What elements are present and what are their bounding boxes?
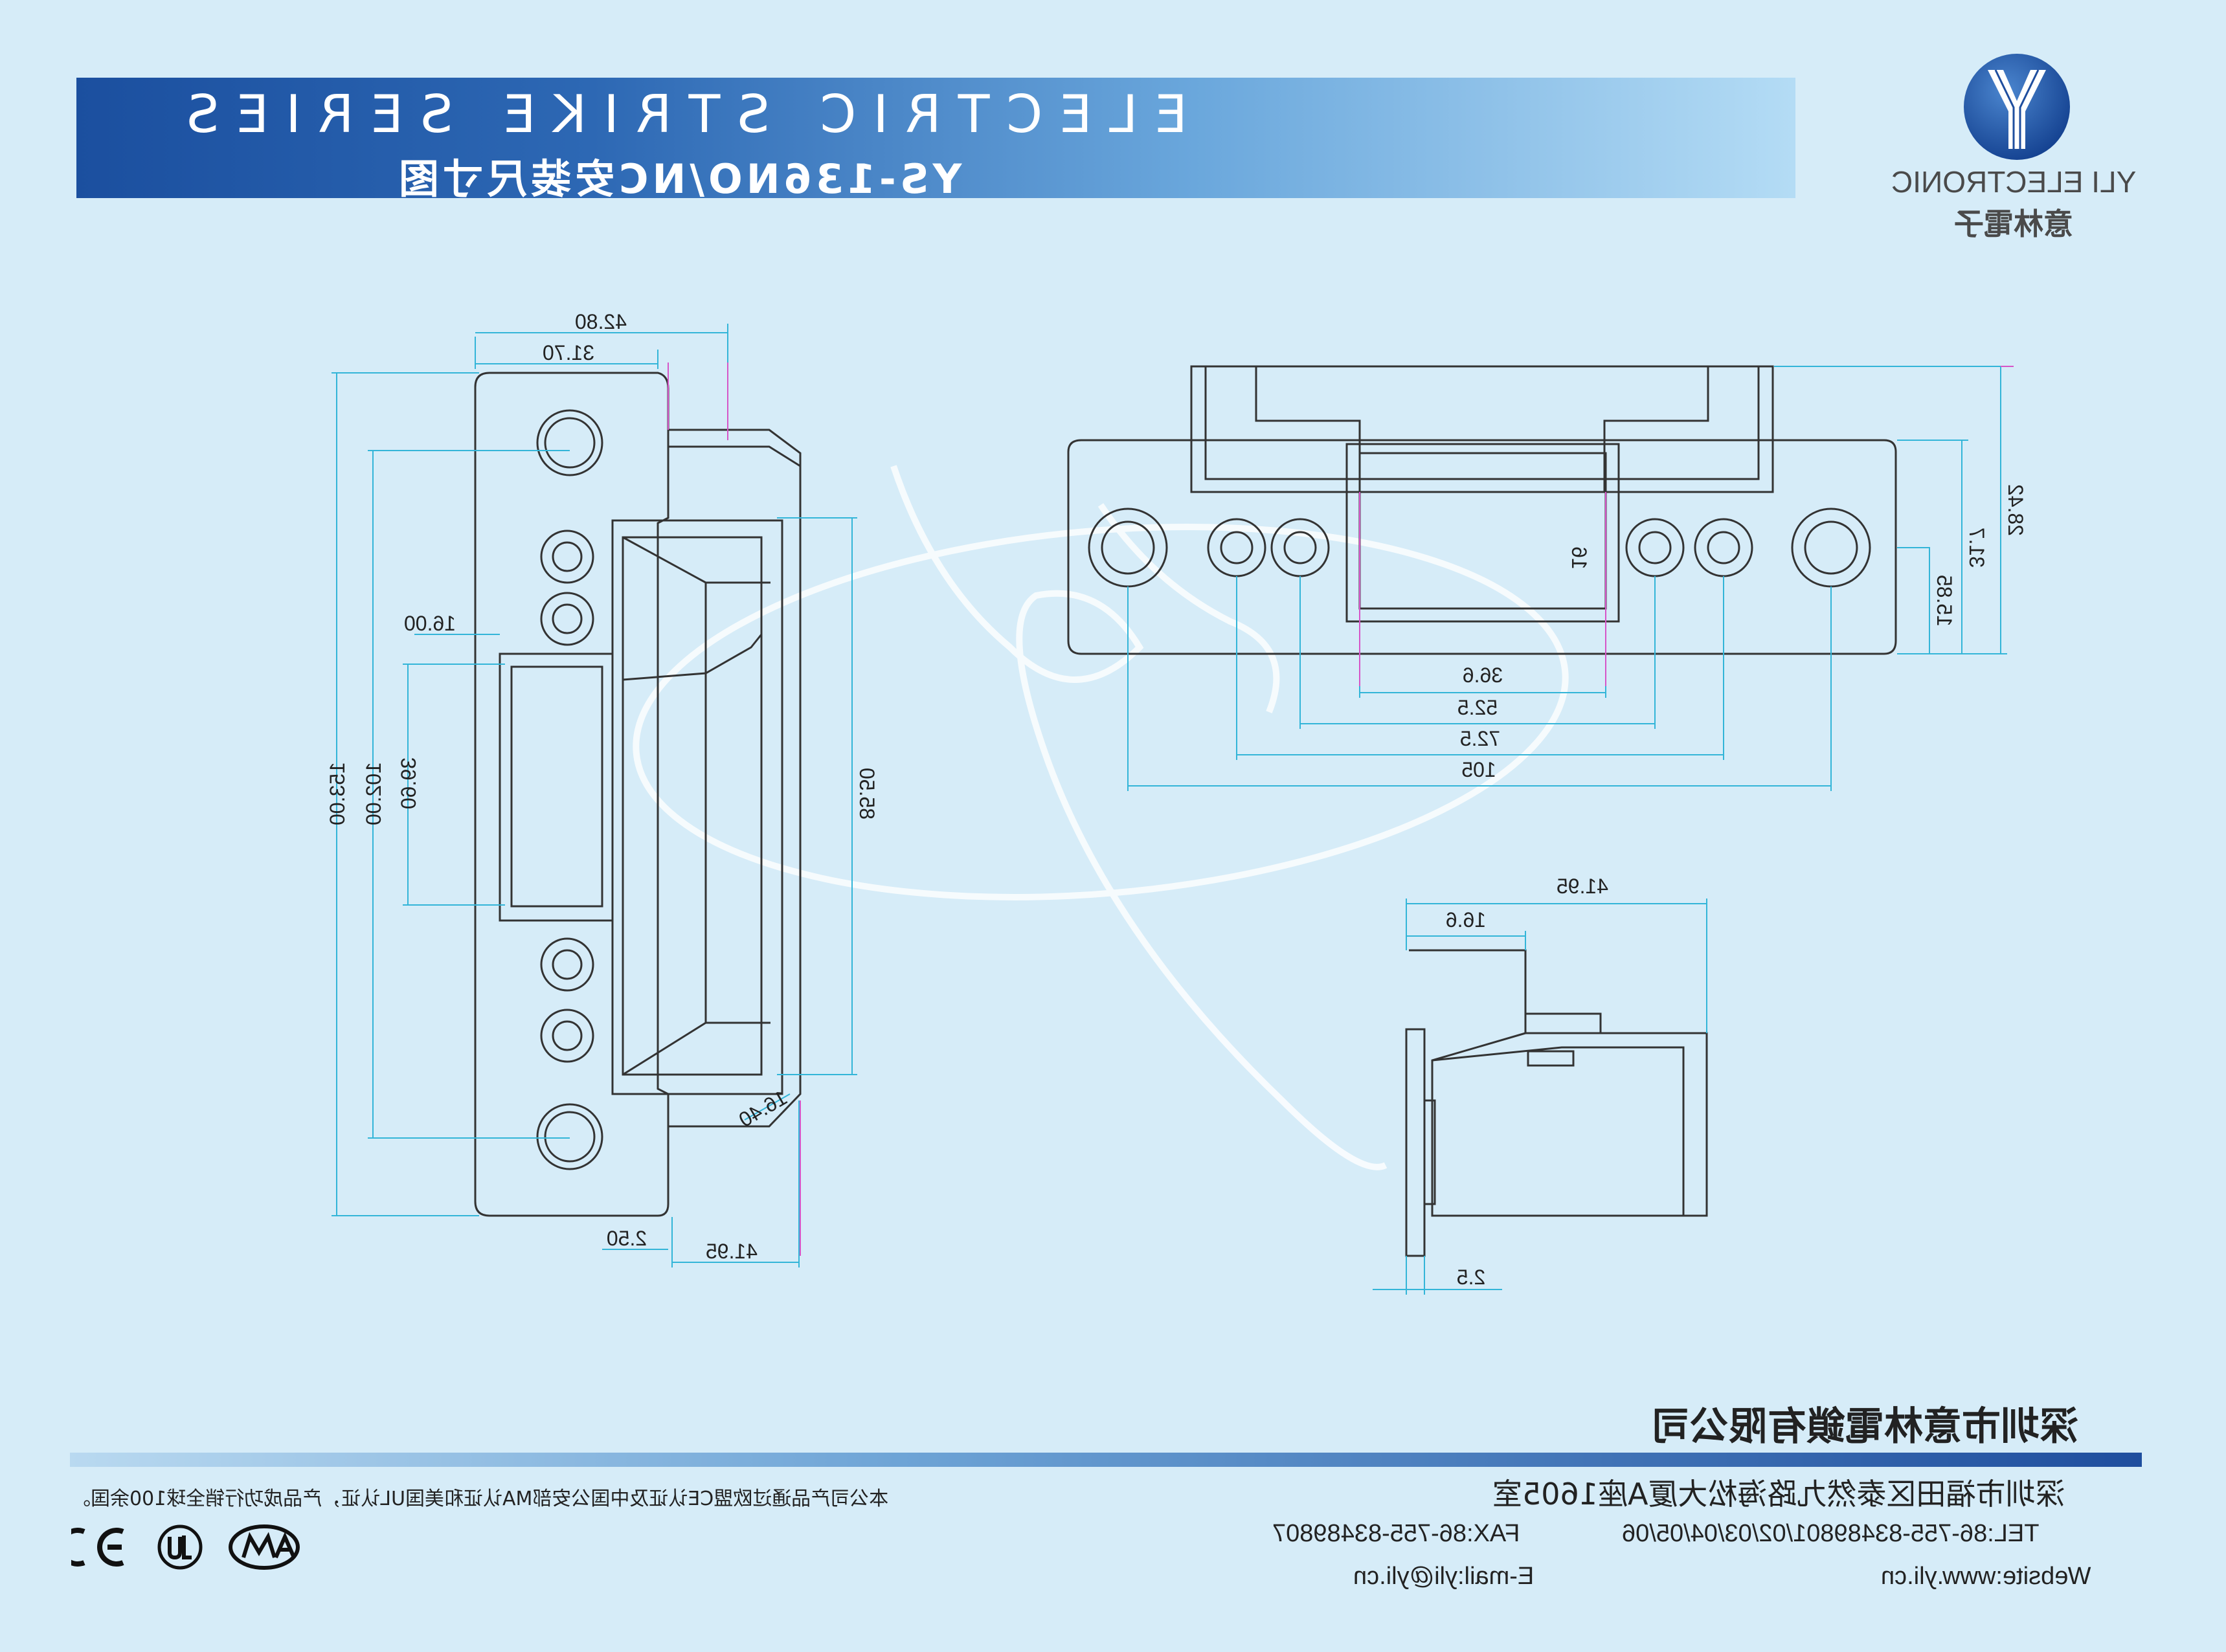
ce-mark-icon — [71, 1528, 124, 1567]
top-faceplate — [1067, 439, 1897, 655]
company-name-text: 深圳市意林電鎖有限公司 — [1651, 1404, 2078, 1449]
front-latch-opening — [499, 653, 614, 922]
dim-top-outer-screws: 72.5 — [1460, 727, 1500, 750]
dimension-lines — [332, 324, 2007, 1295]
front-screw-1 — [540, 530, 594, 584]
dim-top-keeper-width: 36.6 — [1463, 664, 1503, 687]
top-hole-right — [1791, 508, 1871, 588]
dim-top-half-height: 15.85 — [1933, 575, 1956, 627]
side-faceplate — [1405, 1028, 1426, 1257]
dim-front-total-depth: 41.95 — [706, 1240, 758, 1263]
dim-top-keeper-depth: 16 — [1568, 546, 1591, 570]
top-hole-left — [1088, 508, 1168, 588]
company-fax: FAX:86-755-83489807 — [1272, 1520, 1520, 1548]
company-email-text[interactable]: E-mail:yli@yli.cn — [1353, 1563, 1535, 1590]
side-dimension-labels: 41.95 16.6 2.5 — [1446, 875, 1608, 1289]
company-fax-text: FAX:86-755-83489807 — [1272, 1520, 1520, 1547]
front-screw-4 — [540, 1009, 594, 1063]
company-email[interactable]: E-mail:yli@yli.cn — [1353, 1563, 1534, 1591]
dim-top-hole-span: 105 — [1461, 758, 1496, 781]
dim-front-latch-offset: 16.00 — [404, 612, 456, 635]
top-body — [1190, 365, 1774, 493]
front-mount-hole-top — [536, 409, 603, 476]
dim-front-hole-span: 31.70 — [543, 341, 594, 364]
dim-side-plate-thickness: 2.5 — [1457, 1266, 1485, 1289]
company-address: 深圳市福田区泰然九路海松大厦A座1605室 — [1492, 1471, 2065, 1513]
side-body — [1409, 949, 1708, 1217]
front-faceplate — [474, 372, 669, 1217]
dim-top-total-height: 28.42 — [2004, 484, 2027, 536]
title-banner: ELECTRIC STRIKE SERIES YS-136NO/NC安装尺寸图 — [76, 78, 1795, 203]
certification-note-text: 本公司产品通过欧盟CE认证及中国公安部MA认证和美国UL认证，产品成功行销全球1… — [71, 1488, 889, 1510]
watermark-logo — [633, 465, 1569, 1170]
dim-top-inner-screws: 52.5 — [1457, 696, 1498, 719]
front-keeper-channel — [611, 519, 783, 1095]
dim-side-total-depth: 41.95 — [1557, 875, 1608, 898]
company-address-text: 深圳市福田区泰然九路海松大厦A座1605室 — [1492, 1477, 2065, 1512]
top-screw-4 — [1694, 518, 1753, 577]
company-name: 深圳市意林電鎖有限公司 — [1651, 1395, 2078, 1451]
dim-front-width: 42.80 — [575, 310, 627, 333]
dim-front-latch-height: 39.60 — [397, 757, 420, 809]
certification-note: 本公司产品通过欧盟CE认证及中国公安部MA认证和美国UL认证，产品成功行销全球1… — [71, 1482, 888, 1511]
company-tel-text: TEL:86-755-83489801/02/03/04/05/06 — [1622, 1520, 2040, 1547]
top-dimension-labels: 28.42 31.7 15.85 16 36.6 52.5 72.5 105 — [1457, 484, 2027, 781]
front-mount-hole-bottom — [536, 1103, 603, 1170]
certification-marks — [71, 1524, 300, 1570]
top-screw-2 — [1270, 518, 1330, 577]
dim-front-body-depth: 16.40 — [735, 1086, 791, 1132]
company-website[interactable]: Website:www.yli.cn — [1881, 1563, 2091, 1591]
company-website-text[interactable]: Website:www.yli.cn — [1881, 1563, 2091, 1590]
ma-mark-icon — [229, 1524, 300, 1570]
top-view — [1067, 365, 1897, 655]
top-screw-3 — [1625, 518, 1685, 577]
front-screw-3 — [540, 937, 594, 992]
dim-top-plate-height: 31.7 — [1965, 528, 1988, 568]
front-side-body — [668, 429, 802, 1128]
extension-lines — [668, 363, 2014, 1256]
front-screw-2 — [540, 592, 594, 646]
ul-mark-icon — [157, 1524, 203, 1570]
dim-side-lip-depth: 16.6 — [1446, 908, 1486, 932]
yli-y-logo-icon — [1964, 54, 2070, 160]
dim-front-hole-pitch: 102.00 — [362, 762, 385, 825]
dim-front-plate-thickness: 2.50 — [607, 1227, 647, 1250]
dim-front-height: 153.00 — [326, 762, 349, 825]
side-view — [1405, 949, 1708, 1257]
footer-divider — [70, 1453, 2142, 1467]
dim-front-keeper-height: 85.50 — [855, 768, 879, 820]
top-keeper — [1345, 443, 1620, 623]
company-tel: TEL:86-755-83489801/02/03/04/05/06 — [1622, 1520, 2039, 1548]
front-view — [474, 372, 802, 1217]
brand-logo: YLI ELECTRONIC 意林電子 — [1865, 45, 2163, 241]
